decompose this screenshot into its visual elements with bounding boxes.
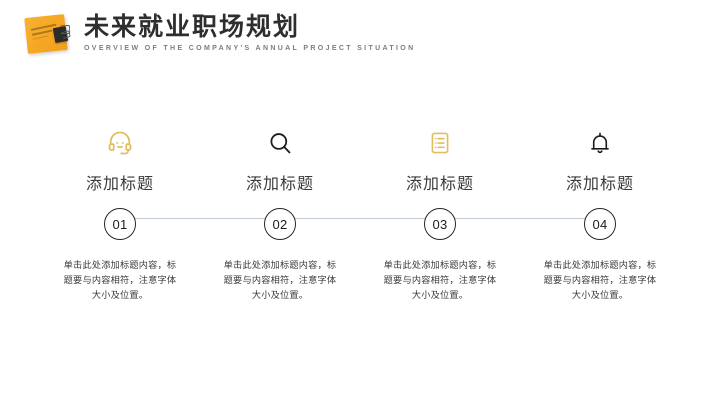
- step-title-2: 添加标题: [245, 174, 314, 193]
- search-magnifier-icon: [265, 128, 295, 158]
- sticky-note-clip-logo: [18, 10, 80, 58]
- step-description-4: 单击此处添加标题内容，标题要与内容相符，注意字体大小及位置。: [543, 260, 657, 301]
- list-document-icon: [425, 128, 455, 158]
- timeline-connector-line: [120, 218, 598, 219]
- step-number-badge-4[interactable]: 04: [584, 208, 616, 240]
- step-title-1: 添加标题: [85, 174, 154, 193]
- headset-support-icon: [105, 128, 135, 158]
- step-number-badge-3[interactable]: 03: [424, 208, 456, 240]
- bell-notification-icon: [585, 128, 615, 158]
- binder-clip-icon: [52, 25, 69, 44]
- step-title-4: 添加标题: [565, 174, 634, 193]
- step-description-3: 单击此处添加标题内容，标题要与内容相符，注意字体大小及位置。: [383, 260, 497, 301]
- step-node-area-3: 03: [424, 206, 456, 242]
- page-title: 未来就业职场规划: [84, 12, 301, 41]
- page-subtitle: OVERVIEW OF THE COMPANY'S ANNUAL PROJECT…: [84, 44, 416, 52]
- step-number-badge-1[interactable]: 01: [104, 208, 136, 240]
- step-title-3: 添加标题: [405, 174, 474, 193]
- header-text-group: 未来就业职场规划 OVERVIEW OF THE COMPANY'S ANNUA…: [84, 12, 416, 52]
- slide-header: 未来就业职场规划 OVERVIEW OF THE COMPANY'S ANNUA…: [0, 0, 720, 75]
- step-node-area-4: 04: [584, 206, 616, 242]
- step-item-4[interactable]: 添加标题 04 单击此处添加标题内容，标题要与内容相符，注意字体大小及位置。: [520, 120, 680, 325]
- step-item-3[interactable]: 添加标题 03 单击此处添加标题内容，标题要与内容相符，注意字体大小及位置。: [360, 120, 520, 325]
- step-item-2[interactable]: 添加标题 02 单击此处添加标题内容，标题要与内容相符，注意字体大小及位置。: [200, 120, 360, 325]
- step-item-1[interactable]: 添加标题 01 单击此处添加标题内容，标题要与内容相符，注意字体大小及位置。: [40, 120, 200, 325]
- steps-section: 添加标题 01 单击此处添加标题内容，标题要与内容相符，注意字体大小及位置。 添…: [0, 120, 720, 325]
- step-node-area-2: 02: [264, 206, 296, 242]
- steps-row: 添加标题 01 单击此处添加标题内容，标题要与内容相符，注意字体大小及位置。 添…: [40, 120, 680, 325]
- step-node-area-1: 01: [104, 206, 136, 242]
- step-description-2: 单击此处添加标题内容，标题要与内容相符，注意字体大小及位置。: [223, 260, 337, 301]
- step-number-badge-2[interactable]: 02: [264, 208, 296, 240]
- step-description-1: 单击此处添加标题内容，标题要与内容相符，注意字体大小及位置。: [63, 260, 177, 301]
